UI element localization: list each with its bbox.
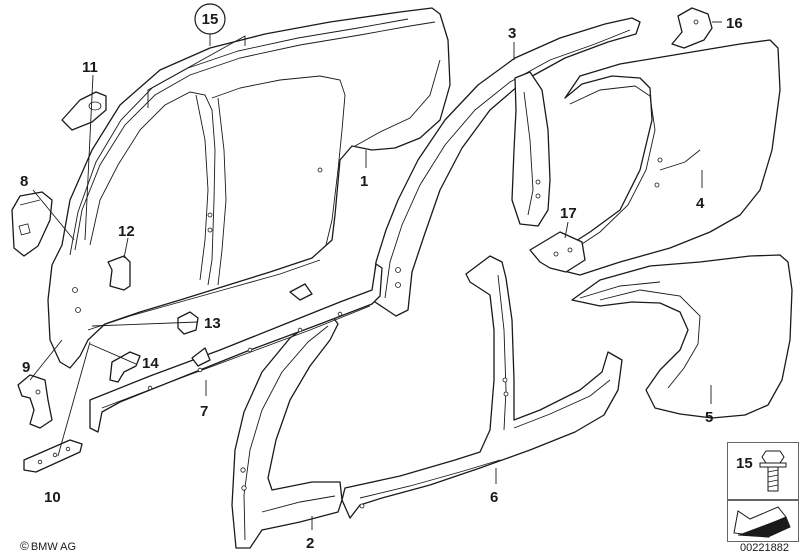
legend-screw-label: 15 — [736, 455, 753, 472]
fastener-part-11[interactable] — [61, 91, 107, 131]
copyright-text: BMW AG — [30, 541, 77, 553]
bracket-part-12[interactable] — [107, 255, 131, 291]
sill-reinforcement[interactable] — [89, 263, 383, 433]
callout-12: 12 — [118, 223, 135, 240]
callout-15-circle — [194, 3, 226, 35]
callout-14: 14 — [142, 355, 159, 372]
bracket-part-9[interactable] — [17, 374, 53, 429]
bracket-part-8[interactable] — [11, 191, 53, 257]
front-pillar-sill[interactable] — [231, 315, 343, 549]
callout-4: 4 — [696, 195, 705, 212]
roof-rail-inner-panel[interactable] — [371, 17, 641, 317]
callout-15: 15 — [202, 11, 219, 28]
callout-5: 5 — [705, 409, 713, 426]
callout-7: 7 — [200, 403, 208, 420]
callout-16: 16 — [726, 15, 743, 32]
callout-17: 17 — [560, 205, 577, 222]
callout-10: 10 — [44, 489, 61, 506]
callout-labels: 1 2 3 4 5 6 7 8 9 10 11 12 13 14 16 17 1… — [20, 3, 743, 552]
side-frame-complete[interactable] — [47, 7, 451, 369]
clip-part-14[interactable] — [109, 351, 141, 383]
callout-13: 13 — [204, 315, 221, 332]
screw-icon: 15 — [736, 450, 787, 492]
bracket-part-17[interactable] — [529, 231, 586, 273]
diagram-id: 00221882 — [740, 542, 789, 554]
clip-part-13[interactable] — [177, 311, 199, 335]
callout-2: 2 — [306, 535, 314, 552]
rear-quarter-panel-lower[interactable] — [571, 254, 793, 419]
callout-11: 11 — [82, 59, 98, 76]
rear-quarter-panel-upper[interactable] — [559, 39, 781, 276]
callout-6: 6 — [490, 489, 498, 506]
callout-9: 9 — [22, 359, 30, 376]
center-pillar-sill[interactable] — [341, 255, 623, 519]
direction-arrow-icon — [733, 506, 791, 538]
copyright-icon: © — [20, 539, 29, 553]
copyright-notice: ©BMW AG — [20, 539, 76, 553]
bracket-part-16[interactable] — [671, 7, 713, 49]
legend-arrow-box — [727, 500, 799, 542]
callout-3: 3 — [508, 25, 516, 42]
callout-1: 1 — [360, 173, 368, 190]
legend-screw-box: 15 — [727, 442, 799, 500]
callout-8: 8 — [20, 173, 28, 190]
plate-part-10[interactable] — [23, 439, 83, 473]
leader-lines — [29, 21, 722, 530]
